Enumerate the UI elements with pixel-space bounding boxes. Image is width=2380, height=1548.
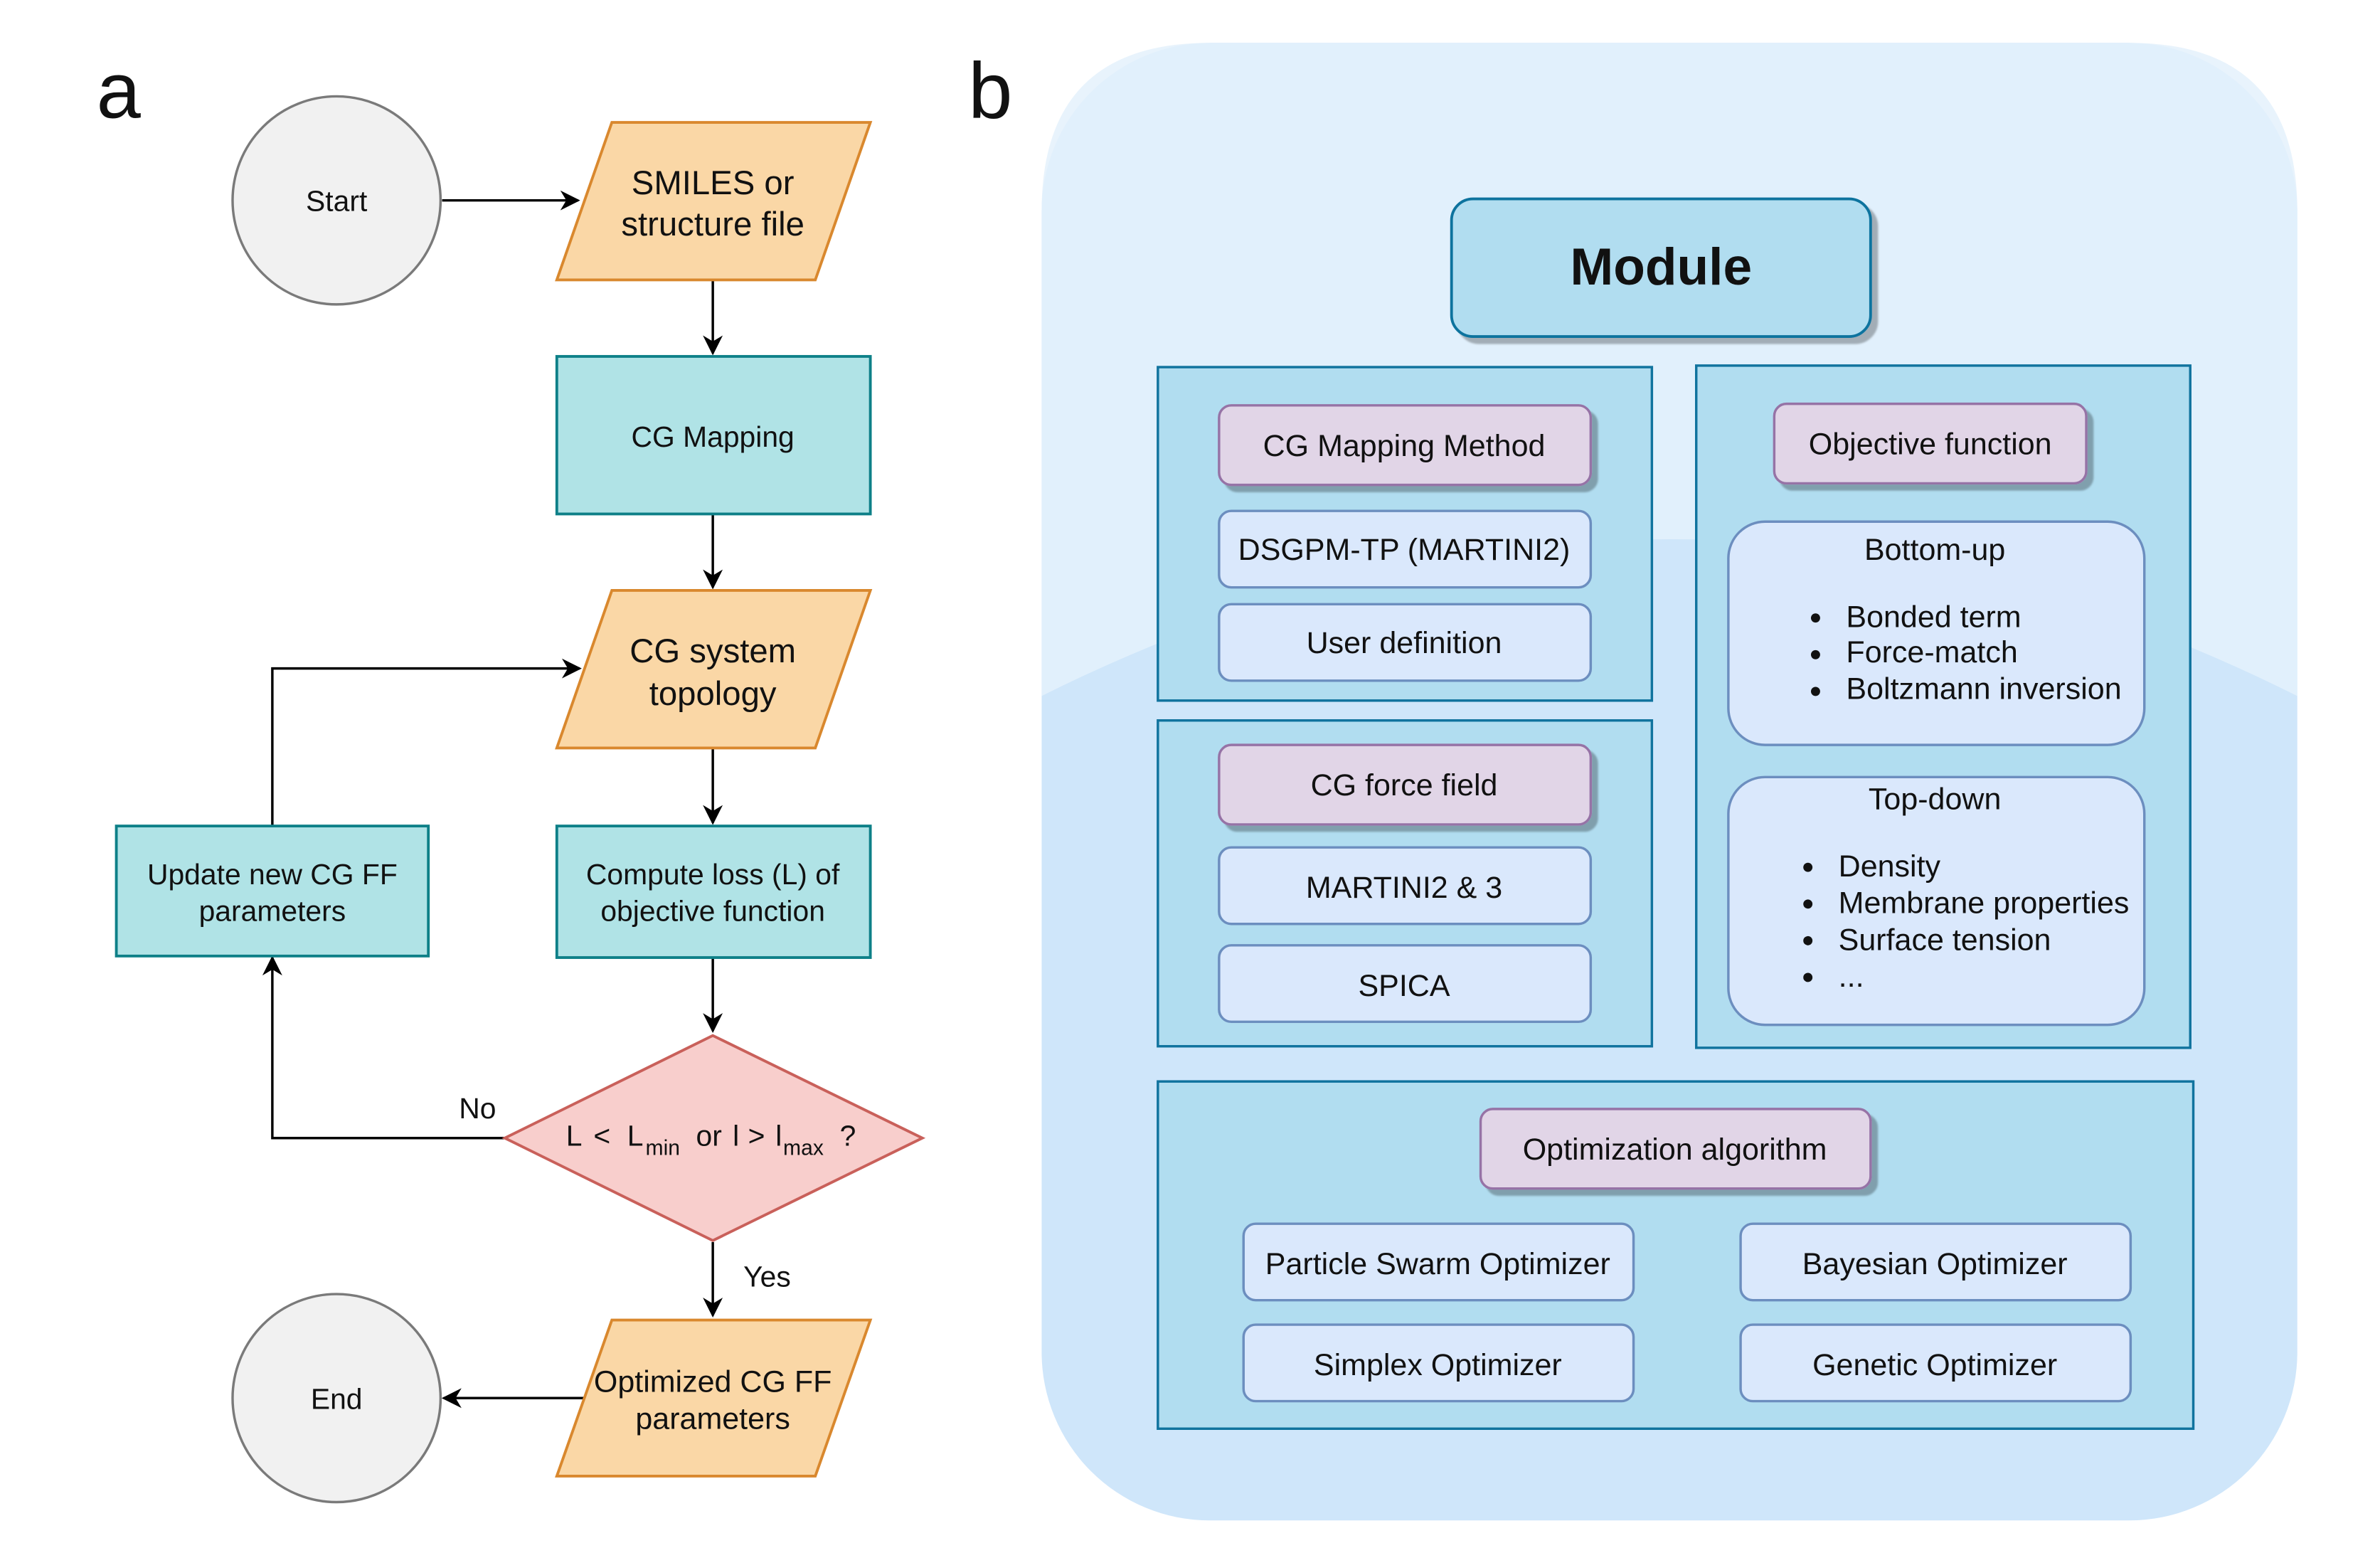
mapping-label: CG Mapping: [631, 420, 794, 453]
update-node: Update new CG FF parameters: [115, 825, 430, 958]
forcefield-section: CG force field MARTINI2 & 3 SPICA: [1157, 719, 1654, 1048]
topology-node: CG system topology: [555, 589, 873, 750]
input-node: SMILES or structure file: [555, 121, 873, 282]
top-down-bullet: Membrane properties: [1839, 886, 2130, 921]
objective-section: Objective function Bottom-up Bonded term…: [1694, 364, 2192, 1049]
bottom-up-bullet: Force-match: [1846, 635, 2017, 669]
loss-label-line2: objective function: [600, 894, 825, 927]
start-node: Start: [231, 95, 442, 306]
bottom-up-bullet: Bonded term: [1846, 600, 2021, 635]
update-label-line2: parameters: [199, 894, 346, 927]
input-label-line1: SMILES or: [632, 164, 795, 202]
decision-node: L < L min or l > l max ?: [501, 1034, 926, 1242]
panel-b-label: b: [968, 46, 1012, 135]
top-down-bullet: Density: [1839, 849, 1941, 884]
no-label: No: [459, 1092, 496, 1125]
bottom-up-heading: Bottom-up: [1864, 533, 2005, 567]
output-node: Optimized CG FF parameters: [555, 1318, 873, 1478]
mapping-item-dsgpm: DSGPM-TP (MARTINI2): [1238, 533, 1571, 567]
forcefield-item-spica: SPICA: [1359, 969, 1450, 1003]
loss-node: Compute loss (L) of objective function: [555, 825, 872, 959]
topology-label-line1: CG system: [629, 632, 796, 670]
mapping-section-title: CG Mapping Method: [1263, 429, 1546, 463]
optimizer-particle-swarm: Particle Swarm Optimizer: [1265, 1247, 1610, 1281]
top-down-heading: Top-down: [1869, 782, 2001, 816]
module-header: Module: [1450, 197, 1872, 338]
top-down-bullet: ...: [1839, 960, 1864, 994]
topology-label-line2: topology: [649, 675, 777, 713]
loss-label-line1: Compute loss (L) of: [586, 858, 840, 891]
output-label-line2: parameters: [635, 1401, 790, 1436]
yes-label: Yes: [743, 1260, 791, 1293]
update-label-line1: Update new CG FF: [147, 858, 398, 891]
optimizer-simplex: Simplex Optimizer: [1314, 1348, 1562, 1382]
mapping-section: CG Mapping Method DSGPM-TP (MARTINI2) Us…: [1157, 366, 1654, 702]
top-down-bullet: Surface tension: [1839, 923, 2051, 957]
end-node: End: [231, 1293, 442, 1504]
forcefield-item-martini: MARTINI2 & 3: [1306, 871, 1502, 905]
module-title: Module: [1570, 238, 1752, 296]
input-label-line2: structure file: [621, 206, 804, 243]
flow-connectors: [262, 190, 723, 1409]
optimization-section: Optimization algorithm Particle Swarm Op…: [1157, 1080, 2195, 1431]
end-label: End: [311, 1382, 363, 1415]
bottom-up-bullet: Boltzmann inversion: [1846, 672, 2121, 706]
output-label-line1: Optimized CG FF: [594, 1365, 832, 1399]
optimization-section-title: Optimization algorithm: [1523, 1133, 1827, 1167]
start-label: Start: [306, 185, 368, 218]
panel-a-label: a: [97, 46, 142, 135]
mapping-node: CG Mapping: [555, 355, 872, 516]
objective-section-title: Objective function: [1809, 428, 2052, 462]
optimizer-genetic: Genetic Optimizer: [1812, 1348, 2057, 1382]
decision-label: L < L min or l > l max ?: [566, 1119, 856, 1161]
mapping-item-user: User definition: [1307, 626, 1502, 660]
forcefield-section-title: CG force field: [1311, 768, 1498, 802]
optimizer-bayesian: Bayesian Optimizer: [1802, 1247, 2068, 1281]
